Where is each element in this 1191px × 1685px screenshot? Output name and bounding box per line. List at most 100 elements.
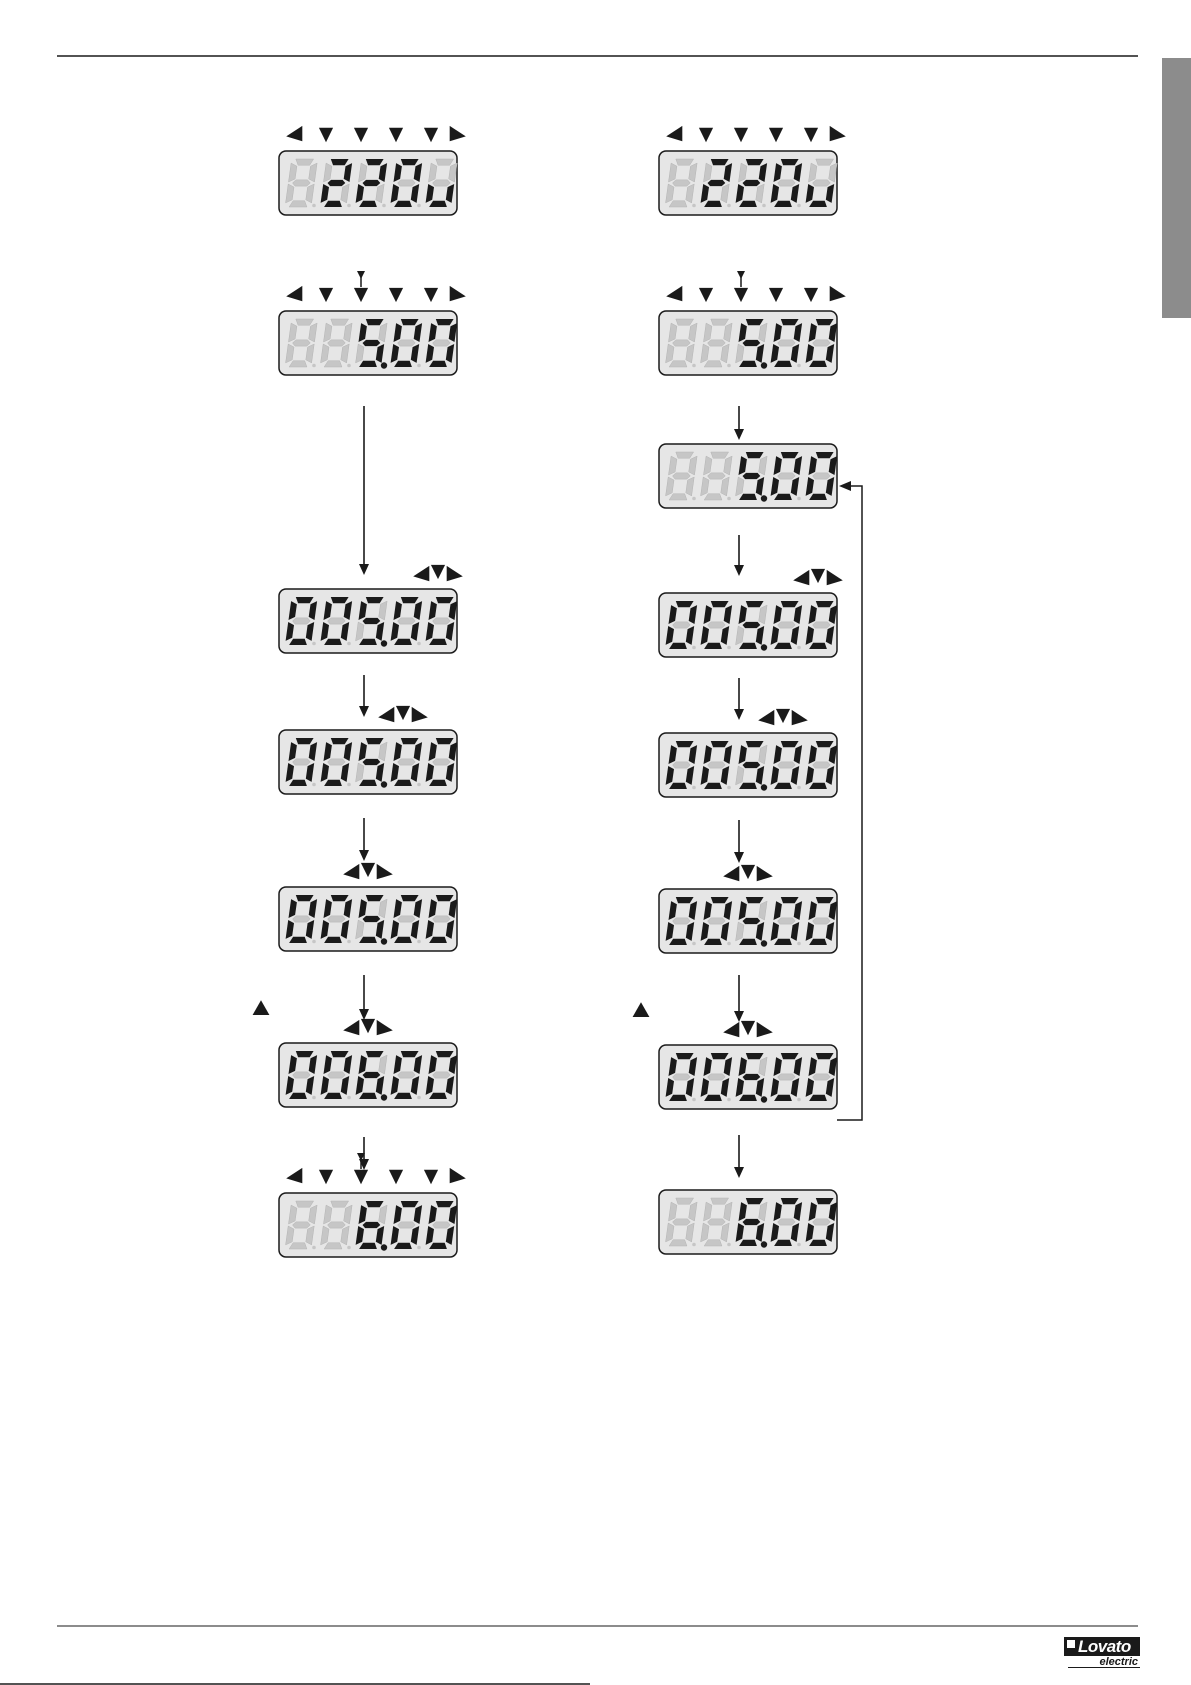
decimal-point — [761, 362, 767, 368]
indicator-right-icon — [450, 1168, 466, 1183]
ghost-decimal-point — [347, 364, 351, 368]
ghost-segment — [433, 916, 451, 922]
selector-arrow-icon — [357, 271, 365, 279]
cursor-right-icon — [412, 707, 428, 722]
cursor-right-icon — [792, 710, 808, 725]
ghost-segment — [673, 622, 691, 628]
ghost-segment — [293, 340, 311, 346]
ghost-segment — [328, 759, 346, 765]
ghost-segment — [708, 1074, 726, 1080]
logo-brand: Lovato — [1078, 1637, 1131, 1656]
loop-back-line — [837, 486, 862, 1120]
ghost-segment — [778, 473, 796, 479]
indicator-arrow-icon — [769, 288, 783, 302]
ghost-decimal-point — [727, 786, 731, 790]
ghost-decimal-point — [692, 1243, 696, 1247]
cursor-left-icon — [758, 710, 774, 725]
step-arrow-head — [359, 1009, 369, 1020]
ghost-decimal-point — [312, 1246, 316, 1250]
ghost-segment — [708, 1219, 726, 1225]
indicator-arrow-icon — [319, 128, 333, 142]
ghost-segment — [328, 1072, 346, 1078]
decimal-point — [761, 940, 767, 946]
lit-segment — [363, 916, 381, 922]
ghost-decimal-point — [692, 497, 696, 501]
ghost-segment — [328, 916, 346, 922]
lit-segment — [363, 340, 381, 346]
ghost-decimal-point — [727, 364, 731, 368]
ghost-decimal-point — [417, 642, 421, 646]
ghost-segment — [778, 1074, 796, 1080]
step-arrow-head — [734, 565, 744, 576]
ghost-decimal-point — [797, 497, 801, 501]
ghost-segment — [778, 340, 796, 346]
ghost-segment — [778, 918, 796, 924]
ghost-segment — [433, 618, 451, 624]
ghost-segment — [813, 918, 831, 924]
decimal-point — [761, 784, 767, 790]
ghost-segment — [778, 762, 796, 768]
ghost-decimal-point — [797, 1243, 801, 1247]
step-arrow-head — [359, 564, 369, 575]
indicator-right-icon — [830, 286, 846, 301]
ghost-segment — [433, 1222, 451, 1228]
ghost-decimal-point — [727, 942, 731, 946]
ghost-segment — [293, 916, 311, 922]
indicator-arrow-icon — [804, 128, 818, 142]
cursor-arrow-icon — [811, 569, 825, 583]
decimal-point — [381, 781, 387, 787]
ghost-segment — [778, 180, 796, 186]
ghost-decimal-point — [762, 204, 766, 208]
ghost-segment — [708, 340, 726, 346]
step-arrow-head — [734, 1011, 744, 1022]
cursor-arrow-icon — [361, 863, 375, 877]
ghost-segment — [293, 1072, 311, 1078]
up-key-icon — [633, 1002, 650, 1017]
cursor-right-icon — [757, 866, 773, 881]
ghost-decimal-point — [382, 204, 386, 208]
lit-segment — [743, 1074, 761, 1080]
ghost-segment — [813, 762, 831, 768]
cursor-right-icon — [827, 570, 843, 585]
ghost-decimal-point — [347, 783, 351, 787]
decimal-point — [381, 1094, 387, 1100]
indicator-left-icon — [286, 1168, 302, 1183]
ghost-segment — [293, 759, 311, 765]
step-arrow-head — [734, 852, 744, 863]
ghost-decimal-point — [417, 204, 421, 208]
ghost-decimal-point — [797, 204, 801, 208]
ghost-segment — [813, 1074, 831, 1080]
cursor-arrow-icon — [431, 565, 445, 579]
ghost-decimal-point — [727, 1098, 731, 1102]
cursor-left-icon — [793, 570, 809, 585]
ghost-decimal-point — [797, 786, 801, 790]
selector-arrow-icon — [737, 271, 745, 279]
indicator-arrow-icon — [319, 1170, 333, 1184]
cursor-arrow-icon — [741, 1021, 755, 1035]
ghost-decimal-point — [417, 1246, 421, 1250]
ghost-decimal-point — [417, 940, 421, 944]
loop-back-arrow-icon — [839, 481, 851, 491]
side-tab — [1162, 58, 1191, 318]
decimal-point — [381, 640, 387, 646]
ghost-segment — [398, 1072, 416, 1078]
indicator-arrow-icon — [804, 288, 818, 302]
ghost-segment — [398, 759, 416, 765]
logo-box: Lovato — [1064, 1637, 1140, 1656]
lit-segment — [743, 622, 761, 628]
ghost-decimal-point — [312, 204, 316, 208]
indicator-arrow-icon — [354, 1170, 368, 1184]
logo-rule — [1068, 1667, 1140, 1668]
lit-segment — [708, 180, 726, 186]
ghost-decimal-point — [347, 940, 351, 944]
ghost-segment — [398, 618, 416, 624]
lit-segment — [363, 759, 381, 765]
lit-segment — [363, 180, 381, 186]
ghost-segment — [813, 1219, 831, 1225]
ghost-segment — [708, 762, 726, 768]
lit-segment — [363, 1072, 381, 1078]
decimal-point — [761, 1241, 767, 1247]
ghost-decimal-point — [692, 364, 696, 368]
ghost-segment — [813, 340, 831, 346]
cursor-right-icon — [447, 566, 463, 581]
